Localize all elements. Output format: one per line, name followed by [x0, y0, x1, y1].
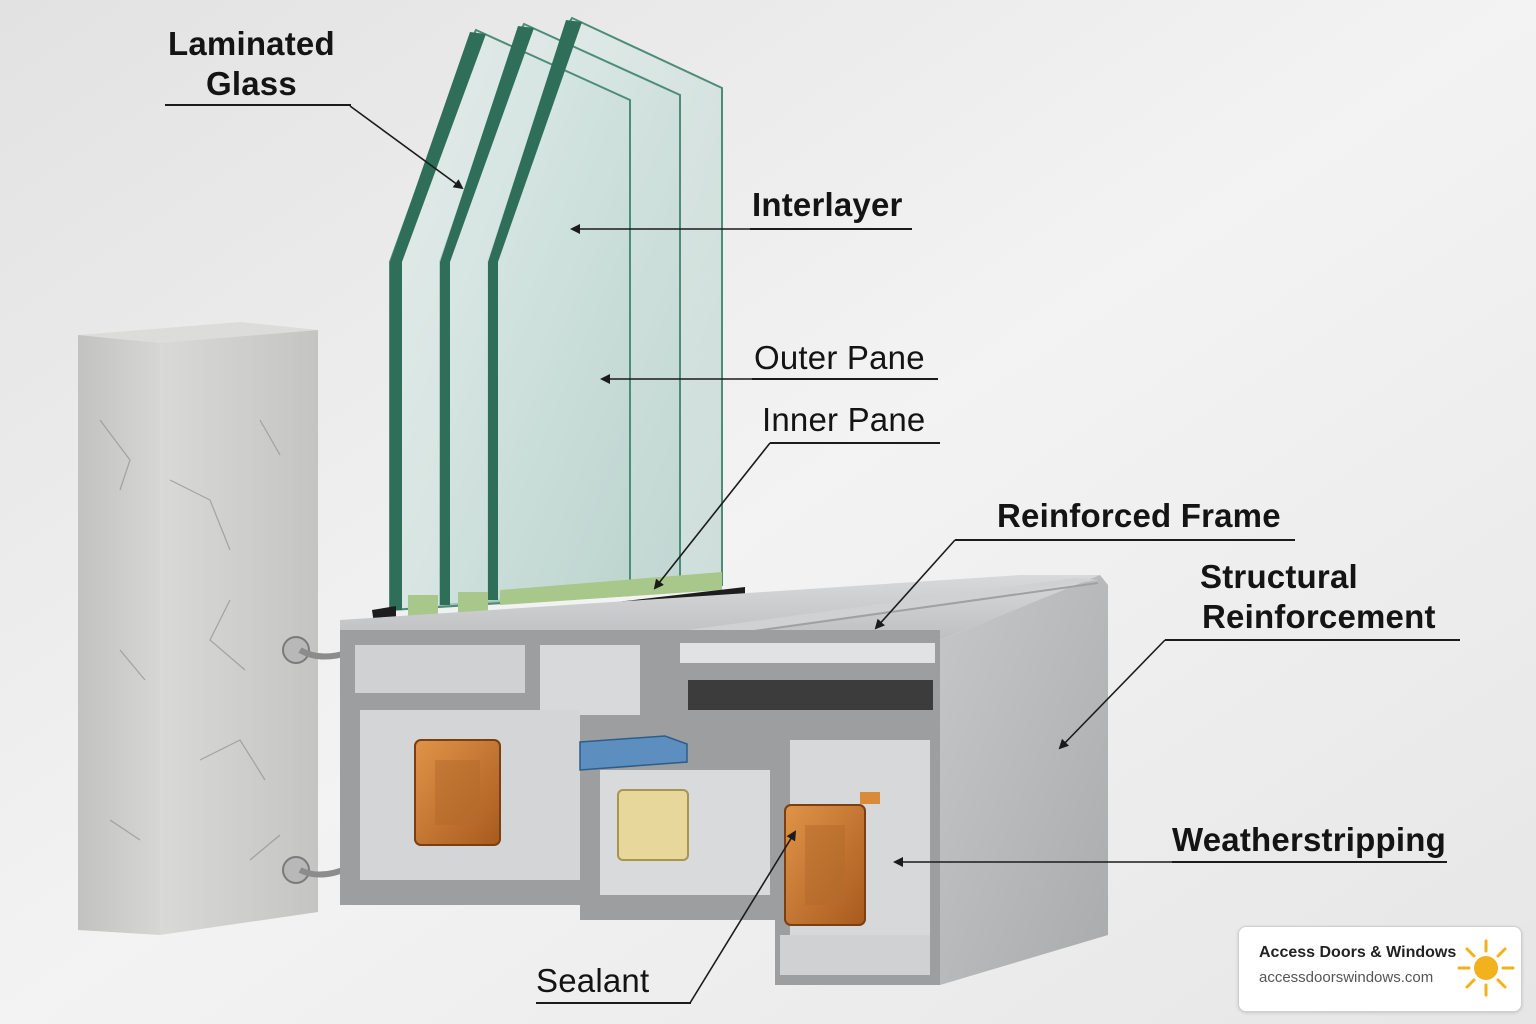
brand-card: Access Doors & Windows accessdoorswindow… [1238, 926, 1522, 1012]
label-structural-reinforcement-line2: Reinforcement [1202, 598, 1436, 635]
underline-reinforced-frame [955, 539, 1295, 541]
leader-lines [349, 105, 1172, 1004]
label-reinforced-frame: Reinforced Frame [997, 497, 1281, 534]
label-outer-pane: Outer Pane [754, 339, 925, 376]
underline-weatherstripping [1172, 861, 1447, 863]
leader-laminated-glass [349, 105, 464, 190]
underline-interlayer [750, 228, 912, 230]
brand-url: accessdoorswindows.com [1259, 969, 1434, 986]
underline-inner-pane [770, 442, 940, 444]
label-weatherstripping: Weatherstripping [1172, 821, 1446, 858]
underline-structural-reinforcement [1165, 639, 1460, 641]
label-laminated-glass-line1: Laminated [168, 25, 335, 62]
frame-cross-section [340, 630, 940, 985]
label-structural-reinforcement-line1: Structural [1200, 558, 1358, 595]
label-inner-pane: Inner Pane [762, 401, 926, 438]
label-interlayer: Interlayer [752, 186, 903, 223]
leader-sealant [689, 830, 797, 1004]
leader-structural-reinforcement [1058, 639, 1166, 750]
leader-inner-pane [653, 442, 771, 590]
underline-sealant [536, 1002, 691, 1004]
concrete-wall [78, 322, 318, 935]
underline-laminated-glass [165, 104, 351, 106]
label-laminated-glass-line2: Glass [206, 65, 297, 102]
brand-name: Access Doors & Windows [1259, 944, 1457, 961]
sun-icon [1457, 939, 1515, 997]
label-sealant: Sealant [536, 962, 650, 999]
triple-glazing-panes [389, 16, 723, 612]
underline-outer-pane [752, 378, 938, 380]
leader-reinforced-frame [874, 539, 956, 630]
